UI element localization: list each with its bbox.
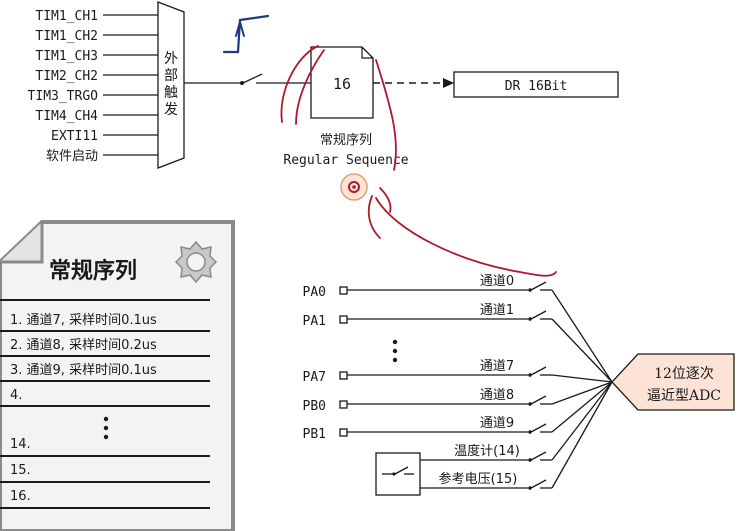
trigger-mux bbox=[157, 1, 185, 169]
trigger-input-label: TIM2_CH2 bbox=[35, 69, 98, 84]
pin-label: PA0 bbox=[303, 285, 326, 300]
switch-pivots bbox=[528, 288, 532, 490]
channel-label: 通道7 bbox=[480, 359, 514, 374]
card-row: 16. bbox=[10, 489, 31, 504]
trigger-input-label: TIM4_CH4 bbox=[35, 109, 98, 124]
channel-label: 通道9 bbox=[480, 416, 514, 431]
trigger-inputs: TIM1_CH1 TIM1_CH2 TIM1_CH3 TIM2_CH2 TIM3… bbox=[28, 9, 99, 164]
trigger-input-label: TIM3_TRGO bbox=[28, 89, 99, 104]
pin-label: PB0 bbox=[303, 399, 326, 414]
mux-label: 外 部 触 发 bbox=[164, 51, 178, 118]
sequence-caption-cn: 常规序列 bbox=[320, 133, 372, 148]
adc-label-line2: 逼近型ADC bbox=[647, 388, 721, 404]
pin-squares bbox=[339, 286, 348, 437]
channel-ellipsis bbox=[392, 339, 398, 363]
red-annotations bbox=[280, 45, 557, 277]
card-row: 2. 通道8, 采样时间0.2us bbox=[10, 338, 157, 353]
dr-register bbox=[453, 71, 619, 98]
sequence-box bbox=[310, 46, 374, 119]
card-row: 14. bbox=[10, 437, 31, 452]
trigger-input-label: TIM1_CH1 bbox=[35, 9, 98, 24]
internal-channel-label: 温度计(14) bbox=[454, 443, 520, 459]
card-row: 4. bbox=[10, 388, 22, 403]
svg-text:部: 部 bbox=[164, 68, 178, 84]
internal-channel-label: 参考电压(15) bbox=[439, 471, 518, 487]
trigger-switch bbox=[184, 73, 311, 84]
dr-register-label: DR 16Bit bbox=[505, 79, 568, 94]
trigger-input-label: EXTI11 bbox=[51, 129, 98, 144]
channel-label: 通道1 bbox=[480, 303, 514, 318]
channel-label: 通道0 bbox=[480, 274, 514, 289]
card-row-lines bbox=[0, 330, 210, 509]
trigger-input-label: TIM1_CH3 bbox=[35, 49, 98, 64]
channel-label: 通道8 bbox=[480, 388, 514, 403]
sequence-caption-en: Regular Sequence bbox=[283, 153, 408, 168]
svg-text:触: 触 bbox=[164, 85, 178, 101]
sequence-box-value: 16 bbox=[333, 75, 351, 93]
adc-label-line1: 12位逐次 bbox=[654, 366, 714, 382]
card-row: 3. 通道9, 采样时间0.1us bbox=[10, 363, 157, 378]
channel-pins: PA0 PA1 PA7 PB0 PB1 bbox=[303, 285, 326, 442]
trigger-input-lines bbox=[103, 14, 158, 156]
channel-wires bbox=[347, 281, 613, 489]
adc-block bbox=[611, 353, 735, 411]
svg-text:外: 外 bbox=[164, 51, 178, 67]
svg-text:发: 发 bbox=[164, 102, 178, 118]
card-title: 常规序列 bbox=[49, 258, 137, 284]
trigger-input-label: TIM1_CH2 bbox=[35, 29, 98, 44]
card-rows: 1. 通道7, 采样时间0.1us 2. 通道8, 采样时间0.2us 3. 通… bbox=[10, 313, 157, 504]
pin-label: PA1 bbox=[303, 314, 326, 329]
gear-icon bbox=[174, 240, 218, 284]
card-row: 15. bbox=[10, 463, 31, 478]
card-ellipsis bbox=[103, 416, 109, 440]
rising-edge-annotation bbox=[222, 14, 270, 54]
trigger-input-label: 软件启动 bbox=[46, 149, 98, 164]
pin-label: PB1 bbox=[303, 427, 326, 442]
pin-label: PA7 bbox=[303, 370, 326, 385]
channel-names: 通道0 通道1 通道7 通道8 通道9 温度计(14) 参考电压(15) bbox=[439, 274, 520, 487]
card-row: 1. 通道7, 采样时间0.1us bbox=[10, 313, 157, 328]
